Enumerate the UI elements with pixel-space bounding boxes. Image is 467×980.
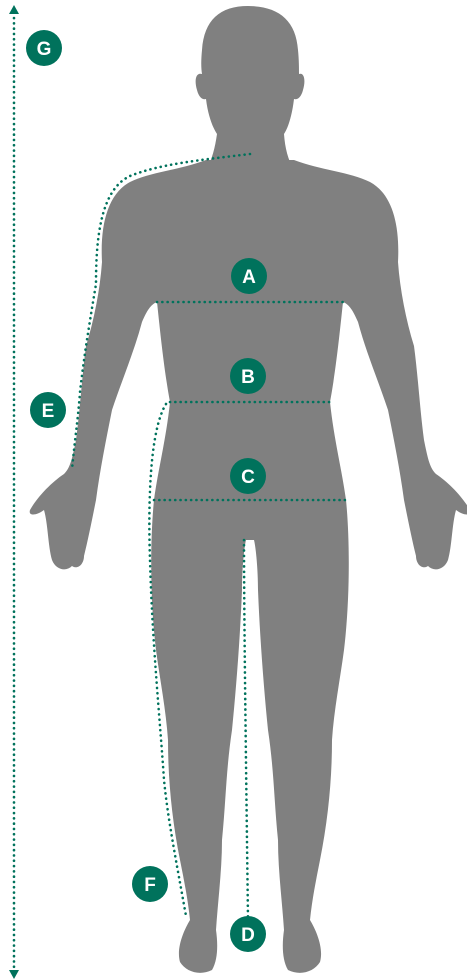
marker-c: C	[230, 458, 266, 494]
head-neck	[196, 6, 305, 170]
marker-d-label: D	[241, 925, 255, 946]
arrow-up-icon	[9, 5, 19, 14]
marker-b: B	[230, 358, 266, 394]
marker-f: F	[132, 866, 168, 902]
arrow-down-icon	[9, 970, 19, 979]
marker-f-label: F	[144, 875, 156, 896]
marker-g-label: G	[37, 39, 52, 60]
marker-c-label: C	[241, 467, 255, 488]
inseam-line	[244, 540, 248, 920]
marker-b-label: B	[241, 367, 255, 388]
marker-a-label: A	[242, 267, 256, 288]
marker-e-label: E	[42, 401, 55, 422]
marker-a: A	[231, 258, 267, 294]
marker-g: G	[26, 30, 62, 66]
marker-e: E	[30, 392, 66, 428]
marker-d: D	[230, 916, 266, 952]
